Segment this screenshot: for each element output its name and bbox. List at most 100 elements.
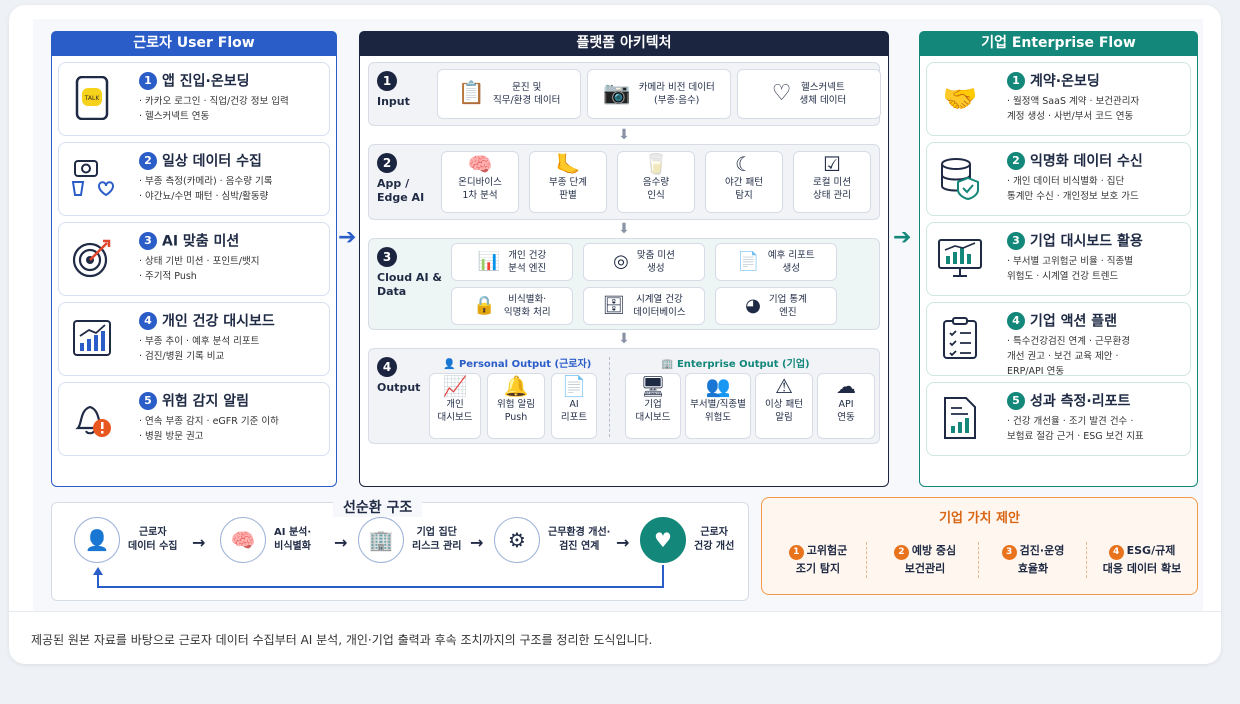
value-line: 검진·운영 [1019,544,1065,557]
output-divider [609,357,610,437]
node-line: 기업 집단 [416,527,457,538]
step-title: 개인 건강 대시보드 [162,313,275,330]
layer-label: Data [377,285,407,298]
box-line: 로컬 미션 [813,177,851,188]
step-number: 2 [139,151,157,170]
step-number: 1 [1007,71,1025,90]
step-title: 앱 진입·온보딩 [162,73,250,90]
handshake-icon: 🤝 [942,81,978,115]
layer-label: Edge AI [377,191,425,204]
box-line: 이상 패턴 [765,399,803,410]
arrow-down-icon: ⬇ [618,221,630,237]
step-title: 기업 대시보드 활용 [1030,233,1143,250]
value-number: 4 [1108,545,1124,560]
box-line: 기업 [644,399,662,410]
step-desc-line: ERP/API 연동 [1007,365,1065,377]
step-title: AI 맞춤 미션 [162,233,240,250]
node-line: 근로자 [138,527,167,538]
box-line: 기업 통계 [768,294,807,305]
layer-number: 3 [377,247,397,267]
brain-icon: 🧠 [220,517,266,563]
step-desc-line: 위험도 · 시계열 건강 트렌드 [1007,270,1119,282]
box-line: 헬스커넥트 [801,82,845,93]
box-line: 문진 및 [512,82,542,93]
platform-title: 플랫폼 아키텍처 [359,31,889,56]
box-line: 부종 단계 [549,177,587,188]
value-line: 효율화 [1017,562,1049,575]
step-desc-line: · 부서별 고위험군 비율 · 직종별 [1007,255,1134,267]
figure-caption: 제공된 원본 자료를 바탕으로 근로자 데이터 수집부터 AI 분석, 개인·기… [31,633,653,647]
step-desc-line: · 상태 기반 미션 · 포인트/뱃지 [139,255,260,267]
box-line: 생체 데이터 [799,95,847,106]
step-desc-line: · 부종 측정(카메라) · 음수량 기록 [139,175,273,187]
value-line: 조기 탐지 [795,562,841,575]
dashboard-icon: 📈 [442,374,468,398]
box-line: 인식 [647,190,665,201]
arrow-down-icon: ⬇ [618,127,630,143]
box-label: 비식별화·익명화 처리 [504,293,551,319]
node-line: 리스크 관리 [412,541,462,552]
box-line: 리포트 [560,412,588,423]
box-line: 생성 [647,263,665,274]
cycle-title: 선순환 구조 [333,497,423,517]
database-shield-icon [937,155,983,201]
layer-label: App / [377,177,410,190]
dashboard-chart-icon [69,315,115,361]
people-icon: 👥 [705,374,731,398]
growth-chart-icon: 📊 [477,251,501,272]
box-line: 위험 알림 [497,399,535,410]
brain-icon: 🧠 [467,152,493,176]
checklist-icon: ☑ [823,152,841,176]
arrow-right-icon: → [334,533,348,552]
box-line: 익명화 처리 [503,307,551,318]
step-number: 3 [1007,231,1025,250]
caption-divider [9,611,1221,612]
box-line: 야간 패턴 [725,177,763,188]
foot-icon: 🦶 [555,152,581,176]
arrow-right-icon: → [616,533,630,552]
node-line: 건강 개선 [694,541,735,552]
lock-icon: 🔒 [473,295,496,316]
box-line: 개인 [446,399,464,410]
box-line: 상태 관리 [813,190,851,201]
value-divider [978,542,979,578]
step-number: 2 [1007,151,1025,170]
clipboard-icon: 📋 [457,81,485,106]
worker-flow-title: 근로자 User Flow [51,31,337,56]
personal-output-label: 👤 Personal Output (근로자) [443,359,592,370]
step-title: 익명화 데이터 수신 [1030,153,1143,170]
node-line: 비식별화 [274,541,311,552]
arrow-right-icon: → [192,533,206,552]
box-line: 탐지 [735,190,753,201]
step-desc-line: 개선 권고 · 보건 교육 제안 · [1007,350,1119,362]
step-number: 1 [139,71,157,90]
box-line: 예후 리포트 [767,250,815,261]
box-line: 온디바이스 [458,177,502,188]
return-loop-arrow [93,565,664,588]
node-line: 근무환경 개선· [548,527,611,538]
node-line: 데이터 수집 [128,541,178,552]
step-desc-line: · 헬스커넥트 연동 [139,110,210,122]
step-desc-line: · 건강 개선율 · 조기 발견 건수 · [1007,415,1134,427]
step-desc-line: · 검진/병원 기록 비교 [139,350,225,362]
bell-icon: 🔔 [503,374,529,398]
box-line: 알림 [775,412,793,423]
step-title: 기업 액션 플랜 [1030,313,1118,330]
camera-icon: 📷 [603,81,631,106]
